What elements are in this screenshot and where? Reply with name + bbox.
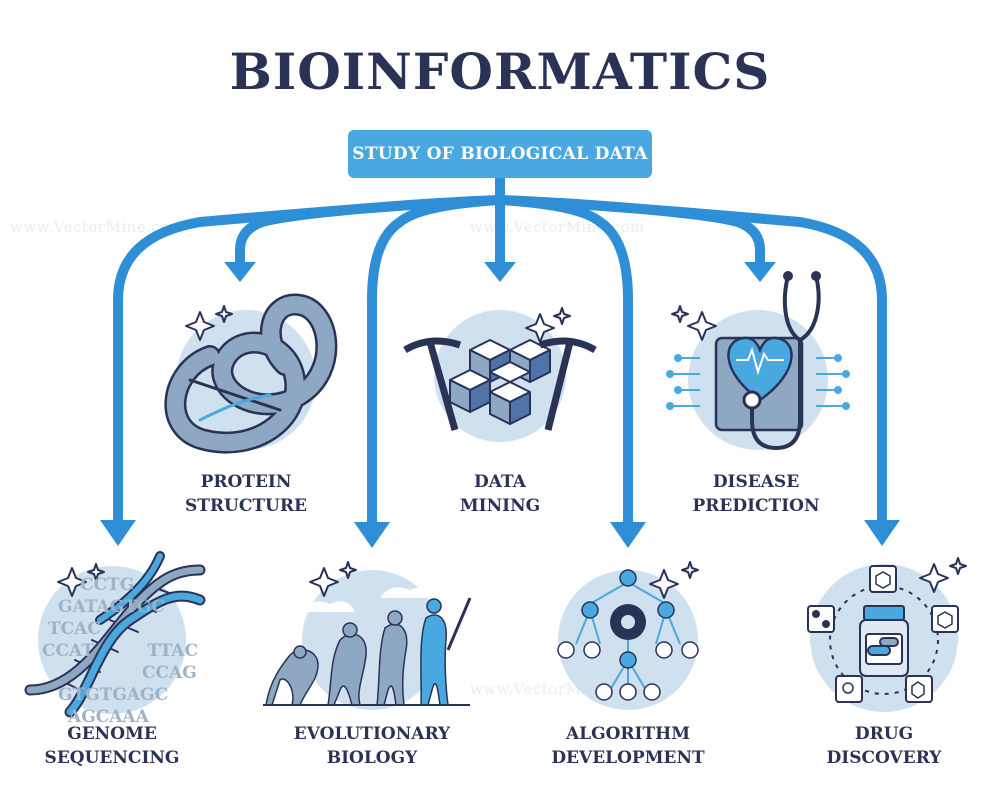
connector-evolution xyxy=(367,195,501,522)
sparkle-icon xyxy=(185,311,215,341)
root-node: STUDY OF BIOLOGICAL DATA xyxy=(348,130,652,178)
watermark: www.VectorMine.com xyxy=(10,218,185,236)
label-line: ALGORITHM xyxy=(565,724,691,744)
arrowhead-disease xyxy=(744,262,776,282)
dna-letter-row: TTAC xyxy=(147,641,199,661)
sparkle-icon xyxy=(649,569,679,599)
arrowheads xyxy=(100,262,900,548)
arrowhead-protein xyxy=(224,262,256,282)
connector-algorithm xyxy=(499,195,633,522)
label-disease-prediction: DISEASE PREDICTION xyxy=(646,470,866,518)
algorithm-network-icon xyxy=(557,569,699,701)
sparkle-icon xyxy=(87,563,105,581)
dna-helix-icon xyxy=(24,551,206,718)
sparkle-icon xyxy=(687,311,717,341)
sparkle-icon xyxy=(681,561,699,579)
label-line: DISCOVERY xyxy=(826,748,942,768)
connector-lines xyxy=(113,178,887,522)
protein-fold-icon xyxy=(164,293,338,454)
label-line: DISEASE xyxy=(712,472,800,492)
arrowhead-algorithm xyxy=(610,522,646,548)
label-line: MINING xyxy=(459,496,541,516)
dna-letter-row: AGCAAA xyxy=(68,707,149,727)
data-mining-icon xyxy=(403,337,597,431)
sparkle-icon xyxy=(57,567,87,597)
label-algorithm-development: ALGORITHM DEVELOPMENT xyxy=(518,722,738,770)
label-line: STRUCTURE xyxy=(185,496,307,516)
label-line: DRUG xyxy=(854,724,914,744)
sparkle-icon xyxy=(919,563,949,593)
sparkle-icons xyxy=(57,305,967,599)
connector-disease xyxy=(559,198,765,262)
label-protein-structure: PROTEIN STRUCTURE xyxy=(136,470,356,518)
sparkle-icon xyxy=(949,557,967,575)
dna-letter-row: CCAG xyxy=(142,663,197,683)
label-data-mining: DATA MINING xyxy=(390,470,610,518)
connector-protein xyxy=(235,198,441,262)
dna-letter-row: GATAGTGC xyxy=(58,597,165,617)
page-title: BIOINFORMATICS xyxy=(229,42,771,101)
human-evolution-icon xyxy=(263,587,472,706)
disease-prediction-icon xyxy=(666,271,850,451)
root-node-label: STUDY OF BIOLOGICAL DATA xyxy=(352,144,648,164)
arrowhead-genome xyxy=(100,520,136,546)
label-line: PREDICTION xyxy=(692,496,820,516)
label-drug-discovery: DRUG DISCOVERY xyxy=(774,722,994,770)
sparkle-icon xyxy=(309,567,339,597)
label-line: SEQUENCING xyxy=(44,748,180,768)
sparkle-icon xyxy=(553,307,571,325)
dna-letter-row: CCTG xyxy=(80,575,135,595)
label-line: BIOLOGY xyxy=(326,748,418,768)
dna-letter-row: TCAC xyxy=(48,619,101,639)
arrowhead-datamining xyxy=(484,262,516,282)
sparkle-icon xyxy=(215,305,233,323)
label-line: PROTEIN xyxy=(200,472,292,492)
label-evolutionary-biology: EVOLUTIONARY BIOLOGY xyxy=(262,722,482,770)
sparkle-icon xyxy=(671,305,689,323)
label-line: DEVELOPMENT xyxy=(551,748,705,768)
label-line: EVOLUTIONARY xyxy=(293,724,451,744)
dna-letter-row: CCAT xyxy=(42,641,94,661)
dna-letter-row: GTGTGAGC xyxy=(58,685,169,705)
pill-bottle-icon xyxy=(807,565,959,703)
label-line: GENOME xyxy=(67,724,157,744)
arrowhead-drug xyxy=(864,520,900,546)
dna-letters: CCTG GATAGTGC TCAC CCAT TTAC CCAG GTGTGA… xyxy=(42,574,202,728)
sparkle-icon xyxy=(339,561,357,579)
label-genome-sequencing: GENOME SEQUENCING xyxy=(2,722,222,770)
label-line: DATA xyxy=(474,472,526,492)
arrowhead-evolution xyxy=(354,522,390,548)
